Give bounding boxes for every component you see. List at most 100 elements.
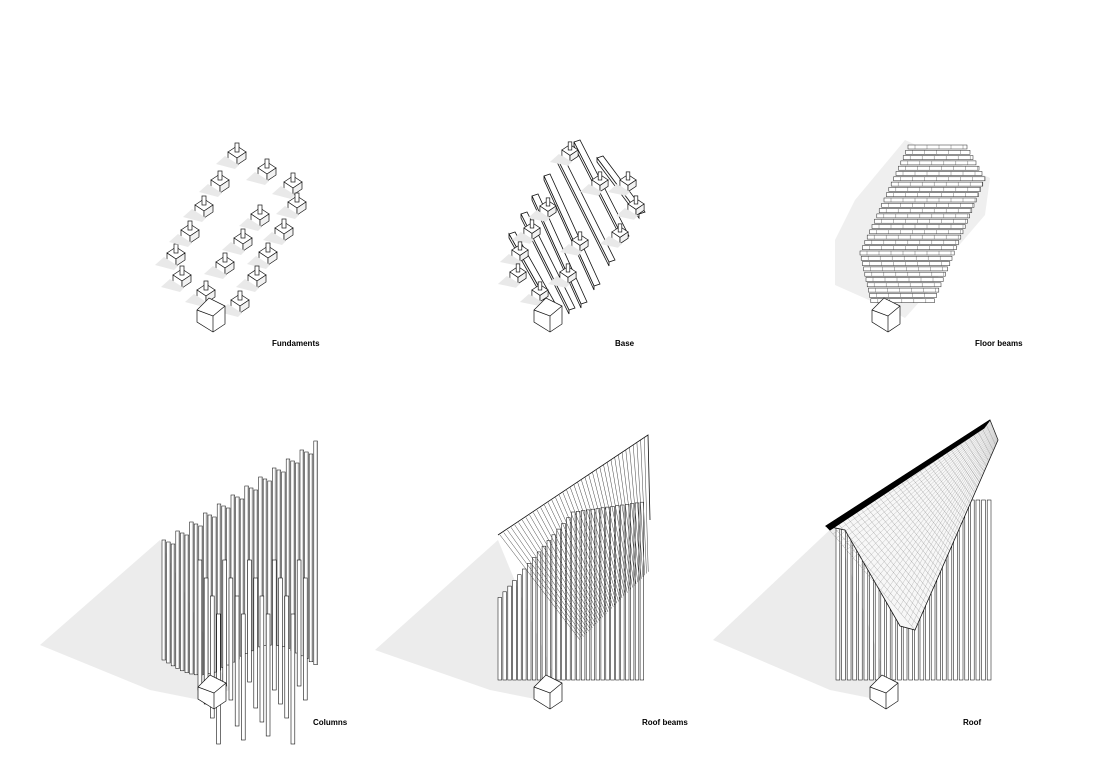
footing-shadow xyxy=(607,184,630,196)
footing-shadow xyxy=(216,156,239,169)
floor-beam xyxy=(905,150,971,155)
floor-beam xyxy=(902,155,974,160)
footing-side xyxy=(224,261,235,276)
roof-beam xyxy=(577,482,617,604)
roof-beam xyxy=(618,454,637,585)
footing-shadow xyxy=(185,294,208,307)
column xyxy=(964,499,969,681)
footing-pier xyxy=(217,170,223,181)
footing-pier xyxy=(515,263,521,273)
roof-beam xyxy=(640,439,647,574)
roof-hatch xyxy=(901,436,997,615)
footing-pier xyxy=(257,204,263,215)
floor-beam xyxy=(871,224,966,229)
floor-beam xyxy=(878,208,973,213)
roof-hatch xyxy=(849,425,993,555)
footing-side xyxy=(296,201,307,216)
column-front xyxy=(241,613,246,741)
roof-beam xyxy=(555,497,607,614)
roof-hatch xyxy=(911,439,998,627)
roof-beams-drawing xyxy=(375,434,651,710)
column-front xyxy=(290,613,296,745)
roof-hatch xyxy=(897,436,997,611)
footing-pier xyxy=(617,223,623,233)
column xyxy=(517,574,522,681)
footing-side xyxy=(283,227,294,242)
roof-hatch xyxy=(877,431,995,587)
floor-beam xyxy=(866,282,942,288)
column xyxy=(546,540,551,681)
roof-hatch xyxy=(884,432,996,595)
footing-side xyxy=(547,205,557,219)
roof-beam xyxy=(503,532,582,639)
column xyxy=(970,499,975,681)
footing-pier xyxy=(187,220,193,231)
roof-hatch xyxy=(839,422,992,543)
column xyxy=(522,568,527,681)
roof-beam xyxy=(614,457,635,586)
column xyxy=(193,523,199,676)
roof-beam xyxy=(518,522,589,632)
roof-ridge xyxy=(497,434,651,536)
column xyxy=(630,503,635,681)
floor-beam xyxy=(888,187,981,192)
floor-beam xyxy=(866,234,962,240)
column xyxy=(170,543,176,667)
column xyxy=(281,471,286,648)
footing-shadow xyxy=(519,294,542,306)
column-front xyxy=(296,559,302,687)
caption-fundaments: Fundaments xyxy=(272,339,320,348)
roof-beam xyxy=(514,524,588,634)
columns-drawing xyxy=(40,440,318,745)
floor-beam xyxy=(890,181,984,187)
footing-side xyxy=(627,179,637,193)
footing-side xyxy=(519,249,529,263)
column xyxy=(161,539,166,661)
column xyxy=(512,580,517,681)
footing-side xyxy=(219,179,230,194)
column xyxy=(556,528,561,681)
floor-beam xyxy=(883,197,977,203)
column xyxy=(590,508,595,681)
footing-pier xyxy=(625,171,631,181)
floor-beam xyxy=(881,203,975,208)
floor-beam xyxy=(864,240,959,245)
roof-beam xyxy=(625,449,640,581)
column xyxy=(262,478,268,647)
footing-shadow xyxy=(263,232,286,245)
roof-beam xyxy=(636,442,645,576)
floor-beam xyxy=(859,250,955,256)
footing-shadow xyxy=(183,209,206,222)
footing-shadow xyxy=(527,210,550,222)
column xyxy=(846,523,852,681)
floor-beam xyxy=(869,229,964,235)
footing-shadow xyxy=(247,256,270,269)
footing-pier xyxy=(281,218,287,229)
roof-beam xyxy=(499,534,581,641)
column-front xyxy=(222,559,227,687)
roof-hatch xyxy=(853,426,993,559)
footing-shadow xyxy=(272,186,295,199)
caption-base: Base xyxy=(615,339,635,348)
roof-beam xyxy=(562,492,610,611)
roof-hatch xyxy=(863,428,994,571)
footing-side xyxy=(181,274,192,289)
floor-beams-drawing xyxy=(835,140,990,333)
roof-hatch xyxy=(880,432,996,591)
footing-shadow xyxy=(497,276,520,288)
roof-beam xyxy=(547,502,603,618)
column xyxy=(502,591,507,681)
footing-side xyxy=(239,299,250,314)
roof-hatch xyxy=(908,438,998,623)
footing-pier xyxy=(565,263,571,273)
footing-pier xyxy=(254,265,260,276)
floor-beam xyxy=(864,271,946,277)
column xyxy=(981,499,986,681)
column-front xyxy=(265,613,271,737)
floor-beam xyxy=(860,256,953,261)
column-front xyxy=(284,595,289,719)
roof-hatch xyxy=(836,422,992,539)
roof-beam xyxy=(644,437,649,572)
floor-beam xyxy=(886,192,979,197)
floor-beam xyxy=(862,245,957,250)
